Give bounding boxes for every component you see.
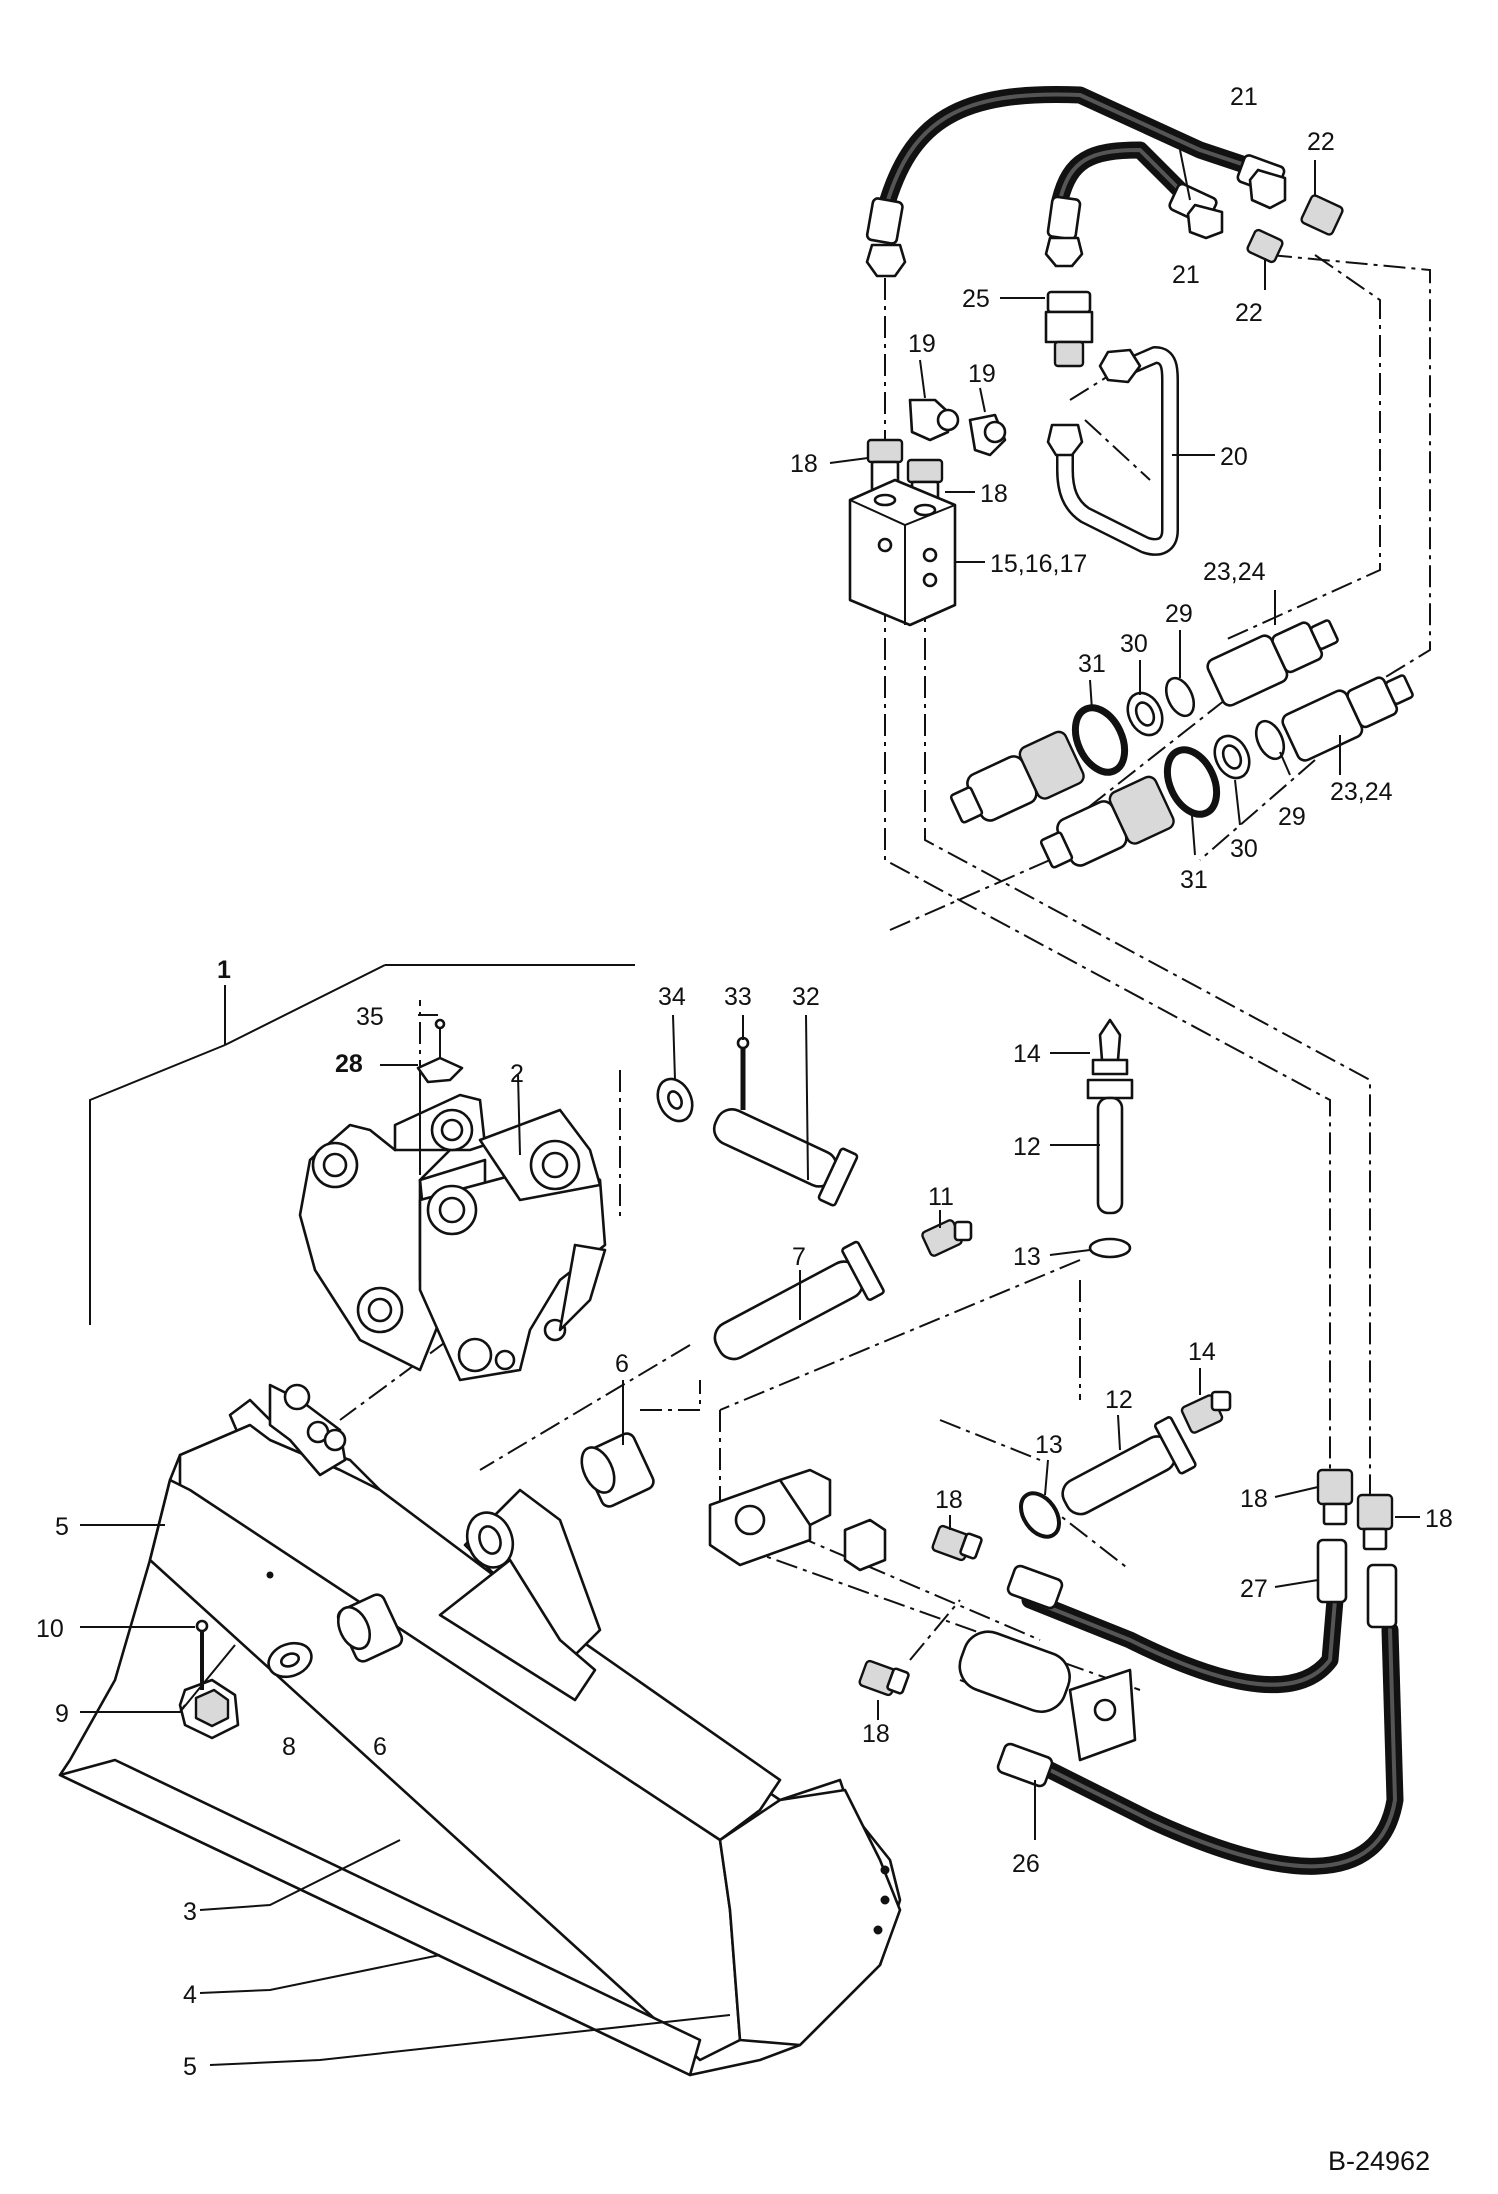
callout-5-a: 5	[55, 1513, 69, 1541]
callout-18-d: 18	[1240, 1485, 1268, 1513]
callout-13-b: 13	[1035, 1431, 1063, 1459]
leader-lines	[80, 149, 1420, 2066]
callout-18-b: 18	[980, 480, 1008, 508]
callout-34: 34	[658, 983, 686, 1011]
callout-32: 32	[792, 983, 820, 1011]
callout-4: 4	[183, 1981, 197, 2009]
pin-7	[713, 1240, 885, 1361]
callout-19-a: 19	[908, 330, 936, 358]
callout-19-b: 19	[968, 360, 996, 388]
callout-15-16-17: 15,16,17	[990, 550, 1087, 578]
callout-21-b: 21	[1172, 261, 1200, 289]
callout-7: 7	[792, 1243, 806, 1271]
callout-2: 2	[510, 1060, 524, 1088]
callout-labels: 21 22 21 22 25 19 19 18 18 20 15,16,17 2…	[36, 83, 1453, 2081]
callout-30-b: 30	[1230, 835, 1258, 863]
callout-6-b: 6	[373, 1733, 387, 1761]
fittings-18-cylinder	[858, 1524, 983, 1697]
callout-29-b: 29	[1278, 803, 1306, 831]
adapter-25	[1044, 290, 1094, 368]
bucket	[58, 1320, 902, 2077]
diagram-reference-id: B-24962	[1328, 2146, 1430, 2176]
callout-1: 1	[217, 956, 231, 984]
callout-18-c: 18	[935, 1486, 963, 1514]
callout-35: 35	[356, 1003, 384, 1031]
tilt-bracket-2	[298, 964, 635, 1382]
grease-tube-upper	[1086, 1018, 1134, 1259]
callout-30-a: 30	[1120, 630, 1148, 658]
callout-31-a: 31	[1078, 650, 1106, 678]
assembly-center-lines	[249, 254, 1431, 1701]
male-couplers-23-24	[1206, 619, 1414, 762]
callout-14-b: 14	[1188, 1338, 1216, 1366]
callout-29-a: 29	[1165, 600, 1193, 628]
callout-6-a: 6	[615, 1350, 629, 1378]
callout-23-24-a: 23,24	[1203, 558, 1266, 586]
callout-12-b: 12	[1105, 1386, 1133, 1414]
callout-20: 20	[1220, 443, 1248, 471]
adapters-22	[1246, 194, 1344, 264]
callout-26: 26	[1012, 1850, 1040, 1878]
callout-25: 25	[962, 285, 990, 313]
callout-22-a: 22	[1307, 128, 1335, 156]
callout-33: 33	[724, 983, 752, 1011]
callout-13-a: 13	[1013, 1243, 1041, 1271]
callout-3: 3	[183, 1898, 197, 1926]
callout-21-a: 21	[1230, 83, 1258, 111]
callout-5-b: 5	[183, 2053, 197, 2081]
tilt-cylinder	[708, 1468, 1137, 1762]
callout-28: 28	[335, 1050, 363, 1078]
callout-18-e: 18	[1425, 1505, 1453, 1533]
callout-11: 11	[928, 1183, 954, 1211]
callout-23-24-b: 23,24	[1330, 778, 1393, 806]
elbows-19	[908, 398, 1007, 457]
callout-27: 27	[1240, 1575, 1268, 1603]
grease-tube-lower	[1018, 1390, 1232, 1539]
callout-9: 9	[55, 1700, 69, 1728]
callout-10: 10	[36, 1615, 64, 1643]
callout-8: 8	[282, 1733, 296, 1761]
clip-28	[416, 1018, 464, 1084]
callout-31-b: 31	[1180, 866, 1208, 894]
callout-14-a: 14	[1013, 1040, 1041, 1068]
valve-block	[848, 478, 957, 627]
callout-18-f: 18	[862, 1720, 890, 1748]
upper-hoses	[876, 85, 1269, 219]
female-couplers	[949, 730, 1175, 869]
tube-20	[1046, 346, 1179, 556]
bushing-6	[580, 1432, 655, 1508]
hose-fittings-21	[865, 154, 1287, 278]
callout-22-b: 22	[1235, 299, 1263, 327]
callout-12-a: 12	[1013, 1133, 1041, 1161]
pin-assembly-32-34	[656, 1036, 859, 1207]
seals-29-30-31	[1071, 676, 1286, 818]
callout-18-a: 18	[790, 450, 818, 478]
lower-hoses	[996, 1468, 1404, 1875]
grease-fitting-11	[921, 1219, 973, 1257]
